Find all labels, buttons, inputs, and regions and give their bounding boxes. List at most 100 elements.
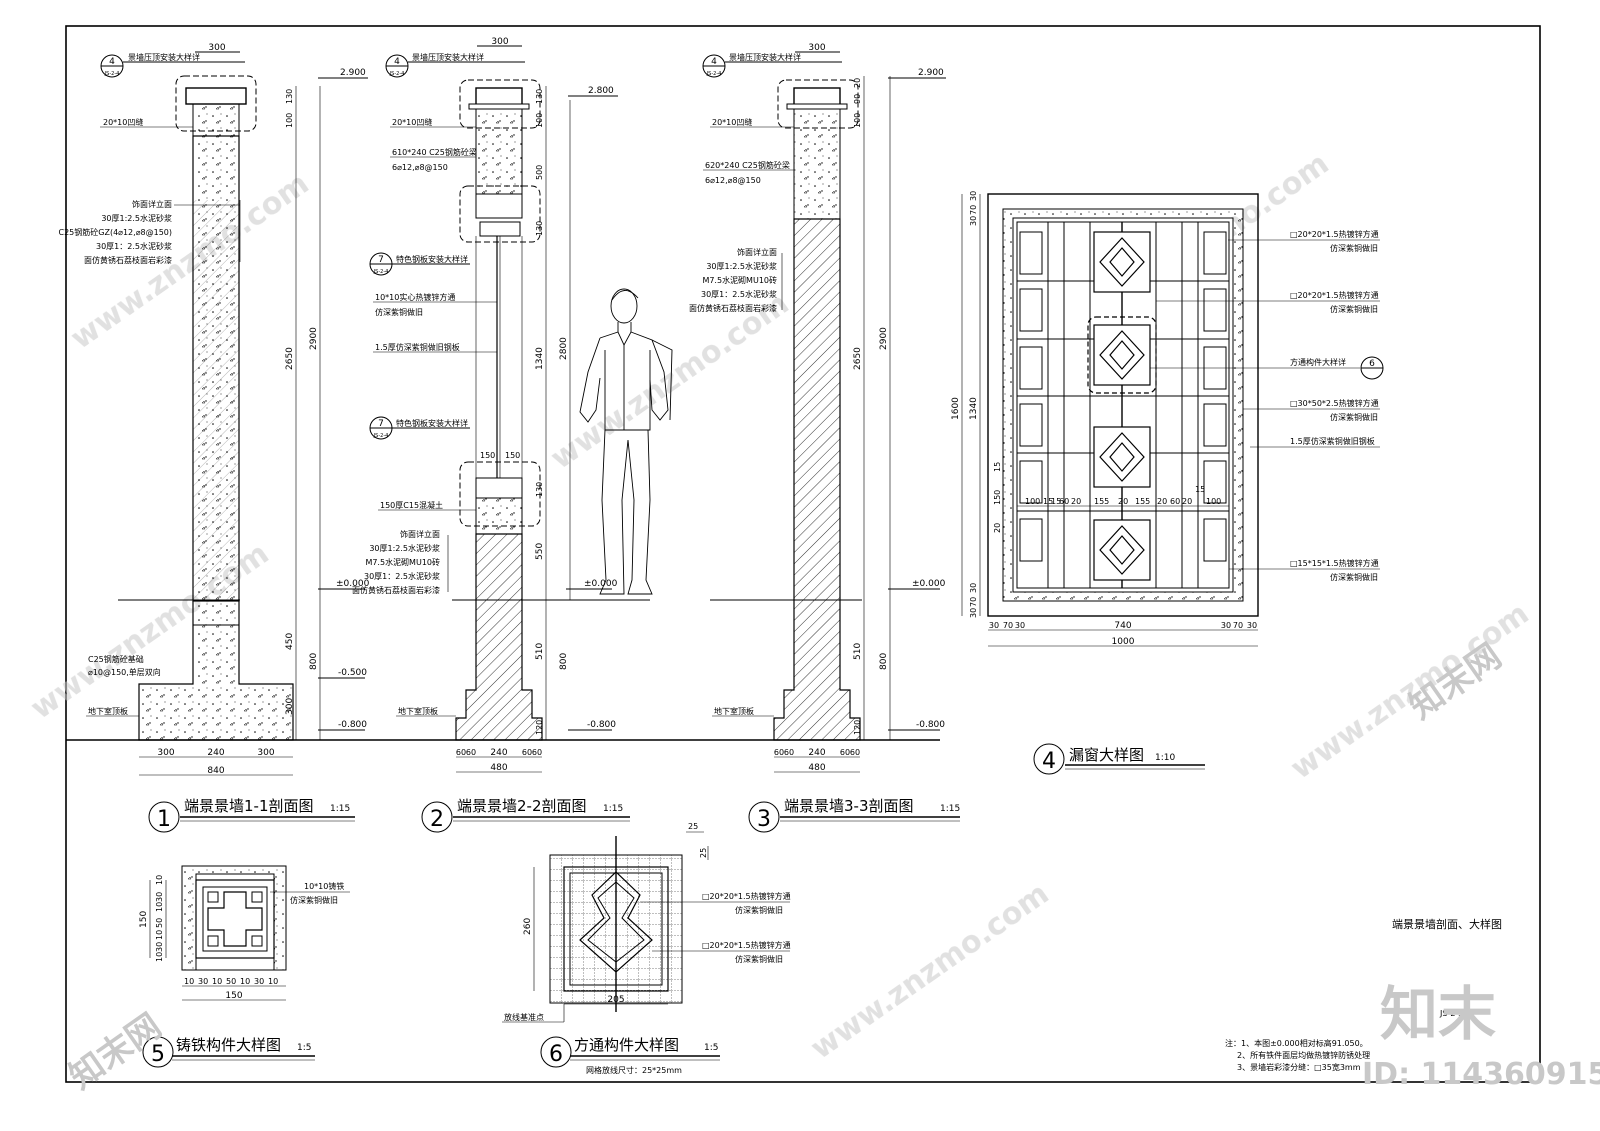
- svg-text:70: 70: [969, 205, 978, 215]
- svg-text:仿深紫铜做旧: 仿深紫铜做旧: [290, 895, 338, 905]
- svg-text:地下室顶板: 地下室顶板: [714, 706, 754, 716]
- svg-text:30: 30: [1015, 621, 1025, 630]
- svg-text:100: 100: [1206, 497, 1221, 506]
- svg-text:240: 240: [808, 748, 825, 758]
- svg-text:150: 150: [139, 911, 149, 928]
- svg-text:480: 480: [490, 763, 507, 773]
- svg-text:-0.500: -0.500: [338, 668, 367, 678]
- svg-text:JS-2-4: JS-2-4: [389, 71, 405, 77]
- svg-text:10: 10: [155, 952, 164, 962]
- svg-text:60: 60: [532, 748, 542, 757]
- svg-text:30: 30: [254, 977, 264, 986]
- svg-text:30: 30: [989, 621, 999, 630]
- svg-text:100: 100: [1025, 497, 1040, 506]
- svg-text:240: 240: [207, 748, 224, 758]
- svg-text:1: 1: [157, 807, 171, 832]
- section-1-title: 1 端景景墙1-1剖面图 1:15: [148, 797, 355, 833]
- svg-text:60: 60: [522, 748, 532, 757]
- svg-text:20*10凹缝: 20*10凹缝: [103, 117, 143, 127]
- svg-text:90: 90: [853, 94, 862, 104]
- section-1-wall: [138, 75, 294, 741]
- svg-text:www.znzmo.com: www.znzmo.com: [805, 876, 1056, 1066]
- svg-text:1340: 1340: [535, 347, 545, 370]
- svg-text:150: 150: [993, 490, 1002, 505]
- svg-text:70: 70: [969, 597, 978, 607]
- section-5-detail: [181, 865, 287, 971]
- section-5-title: 5 铸铁构件大样图 1:5: [142, 1036, 315, 1068]
- svg-text:30: 30: [969, 608, 978, 618]
- svg-text:800: 800: [559, 653, 569, 670]
- svg-text:620*240 C25钢筋砼梁: 620*240 C25钢筋砼梁: [705, 160, 790, 170]
- svg-text:仿深紫铜做旧: 仿深紫铜做旧: [735, 905, 783, 915]
- svg-text:6⌀12,⌀8@150: 6⌀12,⌀8@150: [705, 176, 761, 185]
- svg-text:1:5: 1:5: [297, 1043, 311, 1053]
- svg-text:510: 510: [535, 643, 545, 660]
- svg-text:端景景墙1-1剖面图: 端景景墙1-1剖面图: [184, 797, 314, 815]
- svg-text:□20*20*1.5热镀锌方通: □20*20*1.5热镀锌方通: [702, 940, 791, 950]
- svg-text:840: 840: [207, 766, 224, 776]
- svg-text:2900: 2900: [309, 327, 319, 350]
- section-2-wall: [455, 79, 543, 741]
- svg-text:30厚1:2.5水泥砂浆: 30厚1:2.5水泥砂浆: [101, 213, 172, 223]
- svg-text:□15*15*1.5热镀锌方通: □15*15*1.5热镀锌方通: [1290, 558, 1379, 568]
- svg-text:2900: 2900: [879, 327, 889, 350]
- svg-text:3、景墙岩彩漆分缝：□35宽3mm: 3、景墙岩彩漆分缝：□35宽3mm: [1237, 1062, 1361, 1072]
- svg-text:60: 60: [850, 748, 860, 757]
- svg-text:20*10凹缝: 20*10凹缝: [392, 117, 432, 127]
- svg-text:15: 15: [1051, 497, 1061, 506]
- svg-text:2.800: 2.800: [588, 86, 614, 96]
- svg-text:□30*50*2.5热镀锌方通: □30*50*2.5热镀锌方通: [1290, 398, 1379, 408]
- svg-text:6: 6: [1369, 359, 1375, 369]
- svg-text:20: 20: [1118, 497, 1128, 506]
- svg-text:景墙压顶安装大样详: 景墙压顶安装大样详: [128, 52, 200, 62]
- svg-text:-0.800: -0.800: [916, 720, 945, 730]
- svg-text:±0.000: ±0.000: [912, 579, 946, 589]
- svg-text:JS-2-4: JS-2-4: [373, 269, 389, 275]
- svg-text:10*10铸铁: 10*10铸铁: [304, 881, 344, 891]
- svg-text:25: 25: [688, 822, 698, 831]
- svg-text:饰面详立面: 饰面详立面: [737, 247, 777, 257]
- svg-text:-0.800: -0.800: [338, 720, 367, 730]
- svg-text:仿深紫铜做旧: 仿深紫铜做旧: [375, 307, 423, 317]
- section-2-title: 2 端景景墙2-2剖面图 1:15: [421, 797, 630, 833]
- svg-text:端景景墙剖面、大样图: 端景景墙剖面、大样图: [1392, 917, 1502, 931]
- svg-text:60: 60: [456, 748, 466, 757]
- svg-text:±0.000: ±0.000: [584, 579, 618, 589]
- svg-text:1.5厚仿深紫铜做旧钢板: 1.5厚仿深紫铜做旧钢板: [1290, 436, 1375, 446]
- svg-text:M7.5水泥砌MU10砖: M7.5水泥砌MU10砖: [365, 557, 440, 567]
- svg-text:饰面详立面: 饰面详立面: [400, 529, 440, 539]
- svg-text:300: 300: [257, 748, 274, 758]
- svg-text:6⌀12,⌀8@150: 6⌀12,⌀8@150: [392, 163, 448, 172]
- svg-text:www.znzmo.com: www.znzmo.com: [545, 286, 796, 476]
- svg-text:2: 2: [430, 807, 444, 832]
- svg-text:7: 7: [378, 255, 384, 265]
- svg-text:方通构件大样详: 方通构件大样详: [1290, 357, 1346, 367]
- svg-text:景墙压顶安装大样详: 景墙压顶安装大样详: [412, 52, 484, 62]
- svg-text:仿深紫铜做旧: 仿深紫铜做旧: [1330, 412, 1378, 422]
- svg-text:60: 60: [1059, 497, 1069, 506]
- svg-text:60: 60: [784, 748, 794, 757]
- svg-text:1:5: 1:5: [704, 1043, 718, 1053]
- section-1-annotations: 4 JS-2-4 景墙压顶安装大样详 300 20*10凹缝 饰面详立面 30厚…: [59, 43, 370, 776]
- svg-text:550: 550: [535, 543, 545, 560]
- svg-text:6: 6: [549, 1042, 563, 1067]
- svg-text:30: 30: [969, 216, 978, 226]
- svg-text:60: 60: [1170, 497, 1180, 506]
- svg-text:30厚1：2.5水泥砂浆: 30厚1：2.5水泥砂浆: [701, 289, 777, 299]
- section-4-title: 4 漏窗大样图 1:10: [1033, 743, 1205, 775]
- svg-text:30: 30: [969, 583, 978, 593]
- svg-text:面仿黄锈石荔枝面岩彩漆: 面仿黄锈石荔枝面岩彩漆: [689, 303, 777, 313]
- svg-text:800: 800: [879, 653, 889, 670]
- svg-text:特色钢板安装大样详: 特色钢板安装大样详: [396, 418, 468, 428]
- svg-text:1:15: 1:15: [603, 804, 623, 814]
- svg-text:1:10: 1:10: [1155, 753, 1175, 763]
- svg-text:JS-2-4: JS-2-4: [373, 433, 389, 439]
- svg-text:300: 300: [208, 43, 225, 53]
- svg-text:130: 130: [535, 221, 544, 236]
- section-6-annotations: 25 25 260 205 □20*20*1.5热镀锌方通 仿深紫铜做旧 □20…: [502, 822, 791, 1023]
- svg-text:仿深紫铜做旧: 仿深紫铜做旧: [735, 954, 783, 964]
- svg-text:30厚1:2.5水泥砂浆: 30厚1:2.5水泥砂浆: [369, 543, 440, 553]
- svg-text:特色钢板安装大样详: 特色钢板安装大样详: [396, 254, 468, 264]
- svg-text:30: 30: [1221, 621, 1231, 630]
